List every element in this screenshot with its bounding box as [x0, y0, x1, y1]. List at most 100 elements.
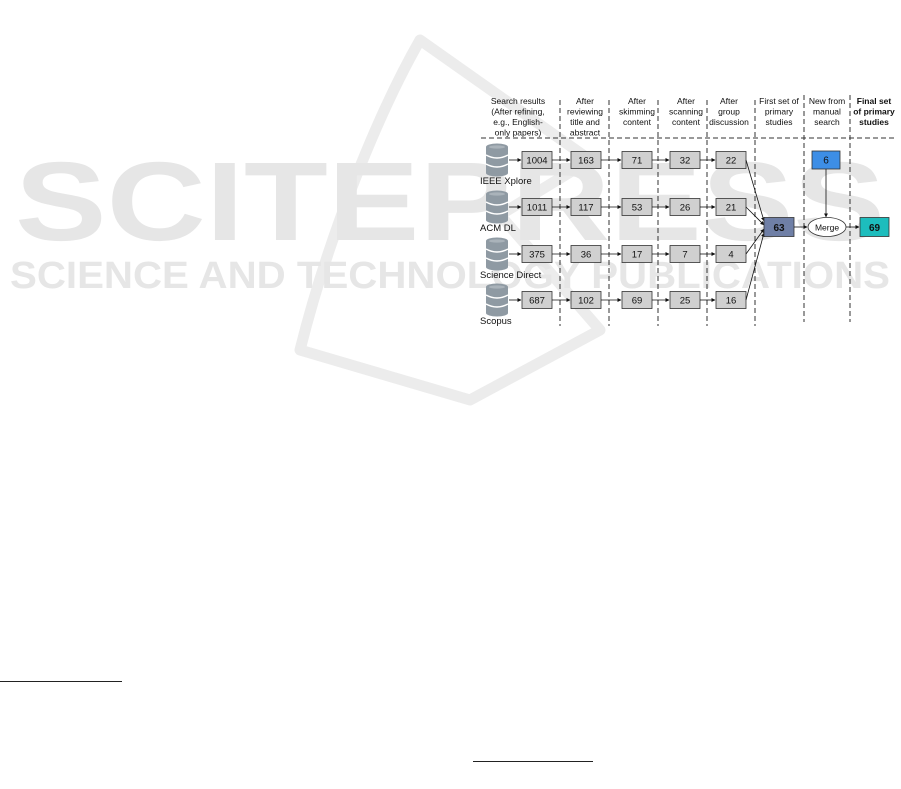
column-header-line: After: [677, 96, 695, 106]
svg-text:63: 63: [773, 223, 785, 234]
count-box: 22: [715, 151, 747, 169]
database-icon: [485, 190, 509, 224]
dashed-separators: [481, 95, 896, 326]
count-box: 25: [669, 291, 701, 309]
to-first-set-arrow: [745, 206, 765, 226]
source-label: ACM DL: [480, 223, 516, 234]
count-box: 1011: [521, 198, 553, 216]
source-row-ieee-xplore: IEEE Xplore 1004 163 71 32 22: [480, 143, 765, 222]
svg-text:Merge: Merge: [815, 223, 839, 233]
column-header-line: abstract: [570, 128, 601, 138]
svg-text:102: 102: [578, 296, 594, 307]
svg-text:53: 53: [632, 203, 643, 214]
column-headers: Search results(After refining,e.g., Engl…: [491, 96, 895, 138]
column-header-line: e.g., English-: [493, 117, 543, 127]
column-header-line: search: [814, 117, 840, 127]
svg-text:69: 69: [869, 223, 881, 234]
column-header-line: Search results: [491, 96, 545, 106]
count-box: 53: [621, 198, 653, 216]
count-box: 375: [521, 245, 553, 263]
merge-node: Merge: [807, 217, 847, 237]
column-header-line: title and: [570, 117, 600, 127]
column-header-line: manual: [813, 107, 841, 117]
count-box: 21: [715, 198, 747, 216]
svg-text:1011: 1011: [527, 203, 547, 214]
column-header-line: of primary: [853, 107, 895, 117]
column-header-line: Final set: [857, 96, 892, 106]
svg-text:69: 69: [632, 296, 643, 307]
column-header-line: content: [623, 117, 652, 127]
source-row-scopus: Scopus 687 102 69 25 16: [480, 232, 765, 327]
svg-text:22: 22: [726, 156, 737, 167]
column-header-line: content: [672, 117, 701, 127]
footnote-rule-left: [0, 681, 122, 682]
svg-text:117: 117: [578, 203, 593, 214]
database-icon: [485, 283, 509, 317]
svg-text:17: 17: [632, 250, 643, 261]
column-header-line: studies: [859, 117, 889, 127]
source-row-acm-dl: ACM DL 1011 117 53 26 21: [480, 190, 765, 234]
svg-text:25: 25: [680, 296, 691, 307]
count-box: 102: [570, 291, 602, 309]
count-box: 4: [715, 245, 747, 263]
to-first-set-arrow: [745, 228, 765, 255]
column-header-line: First set of: [759, 96, 799, 106]
column-header-line: only papers): [495, 128, 542, 138]
database-icon: [485, 143, 509, 177]
svg-text:71: 71: [632, 156, 643, 167]
column-header-line: discussion: [709, 117, 749, 127]
final-set-box: 69: [859, 217, 890, 237]
column-header-line: studies: [766, 117, 793, 127]
count-box: 117: [570, 198, 602, 216]
count-box: 26: [669, 198, 701, 216]
svg-text:163: 163: [578, 156, 594, 167]
column-header-line: After: [720, 96, 738, 106]
svg-text:21: 21: [726, 203, 737, 214]
column-header-1: Search results(After refining,e.g., Engl…: [491, 96, 545, 138]
svg-text:26: 26: [680, 203, 691, 214]
count-box: 1004: [521, 151, 553, 169]
count-box: 7: [669, 245, 701, 263]
watermark-swoosh: [294, 34, 606, 406]
column-header-line: scanning: [669, 107, 703, 117]
footnote-rule-right: [473, 761, 593, 762]
first-set-box: 63: [763, 217, 795, 237]
column-header-line: skimming: [619, 107, 655, 117]
column-header-line: reviewing: [567, 107, 603, 117]
to-first-set-arrow: [745, 159, 765, 222]
svg-text:7: 7: [682, 250, 687, 261]
svg-text:16: 16: [726, 296, 737, 307]
svg-text:4: 4: [728, 250, 733, 261]
source-label: IEEE Xplore: [480, 176, 532, 187]
count-box: 71: [621, 151, 653, 169]
column-header-line: primary: [765, 107, 794, 117]
column-header-line: New from: [809, 96, 845, 106]
svg-text:1004: 1004: [526, 156, 547, 167]
count-box: 69: [621, 291, 653, 309]
svg-text:32: 32: [680, 156, 691, 167]
column-header-line: group: [718, 107, 740, 117]
count-box: 32: [669, 151, 701, 169]
count-box: 163: [570, 151, 602, 169]
database-icon: [485, 237, 509, 271]
manual-search-box: 6: [811, 150, 841, 170]
svg-text:375: 375: [529, 250, 545, 261]
svg-text:6: 6: [823, 156, 829, 167]
count-box: 16: [715, 291, 747, 309]
count-box: 17: [621, 245, 653, 263]
column-header-line: (After refining,: [491, 107, 544, 117]
column-header-line: After: [628, 96, 646, 106]
source-label: Scopus: [480, 316, 512, 327]
source-label: Science Direct: [480, 270, 542, 281]
svg-text:687: 687: [529, 296, 545, 307]
